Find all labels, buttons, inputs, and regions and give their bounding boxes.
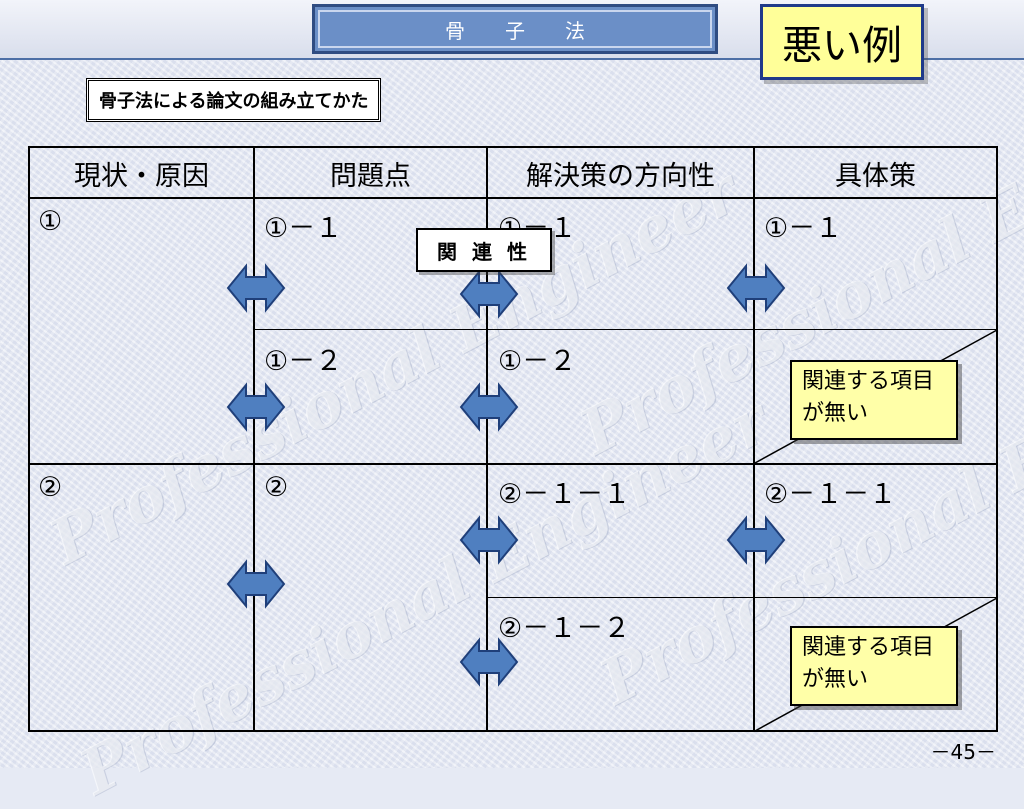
relation-label: 関 連 性: [416, 228, 552, 272]
row-divider: [28, 463, 998, 465]
slide-title: 骨子法: [318, 10, 712, 48]
page-number: －45－: [930, 740, 996, 764]
double-arrow-icon: [459, 637, 519, 687]
cell-measure-2-1-1: ②－１－１: [764, 479, 897, 510]
column-header-current-state: 現状・原因: [74, 160, 209, 192]
no-relation-note-2: 関連する項目が無い: [790, 626, 958, 706]
cell-problem-2: ②: [264, 472, 289, 503]
slide-title-box: 骨子法: [312, 4, 718, 54]
cell-measure-1-1: ①－１: [764, 213, 843, 244]
cell-solution-2-1-1: ②－１－１: [498, 479, 631, 510]
column-header-concrete-measure: 具体策: [835, 160, 916, 192]
no-relation-note-1: 関連する項目が無い: [790, 360, 958, 440]
bad-example-badge: 悪い例: [760, 4, 924, 80]
double-arrow-icon: [226, 559, 286, 609]
column-divider: [753, 146, 755, 732]
double-arrow-icon: [226, 382, 286, 432]
column-header-solution-direction: 解決策の方向性: [526, 160, 715, 192]
double-arrow-icon: [459, 269, 519, 319]
cell-cause-1: ①: [38, 206, 63, 237]
cell-solution-2-1-2: ②－１－２: [498, 613, 631, 644]
double-arrow-icon: [726, 263, 786, 313]
double-arrow-icon: [226, 263, 286, 313]
column-divider: [253, 146, 255, 732]
cell-solution-1-2: ①－２: [498, 346, 577, 377]
cell-problem-1-2: ①－２: [264, 346, 343, 377]
double-arrow-icon: [459, 382, 519, 432]
column-divider: [486, 146, 488, 732]
cell-problem-1-1: ①－１: [264, 213, 343, 244]
column-header-problem: 問題点: [330, 160, 411, 192]
double-arrow-icon: [726, 515, 786, 565]
subtitle: 骨子法による論文の組み立てかた: [86, 78, 382, 122]
double-arrow-icon: [459, 515, 519, 565]
row-divider: [253, 329, 998, 330]
row-divider: [486, 597, 998, 598]
header-divider: [28, 197, 998, 199]
cell-cause-2: ②: [38, 472, 63, 503]
